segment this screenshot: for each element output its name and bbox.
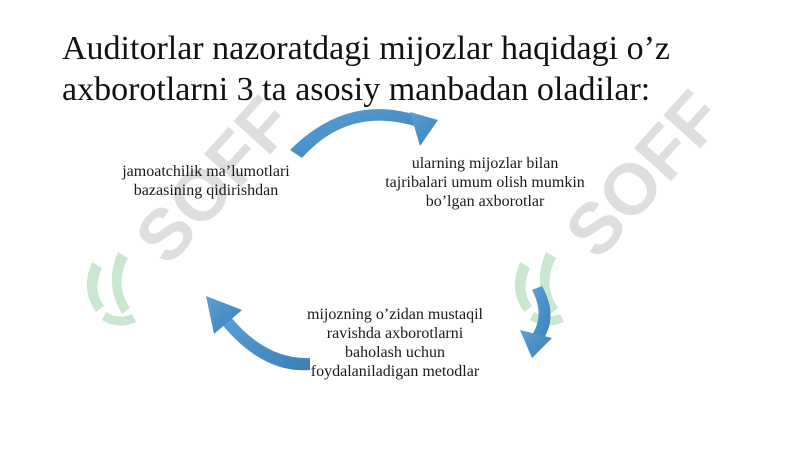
cycle-arrow-top (290, 109, 438, 158)
cycle-arrow-bottom (206, 296, 310, 371)
cycle-arrow-right (520, 286, 552, 358)
source-client-experience: ularning mijozlar bilan tajribalari umum… (385, 155, 585, 210)
slide-title: Auditorlar nazoratdagi mijozlar haqidagi… (62, 30, 670, 108)
source-client-self-assessment: mijozning o’zidan mustaqil ravishda axbo… (307, 306, 483, 380)
source-public-database: jamoatchilik ma’lumotlari bazasining qid… (122, 163, 290, 199)
